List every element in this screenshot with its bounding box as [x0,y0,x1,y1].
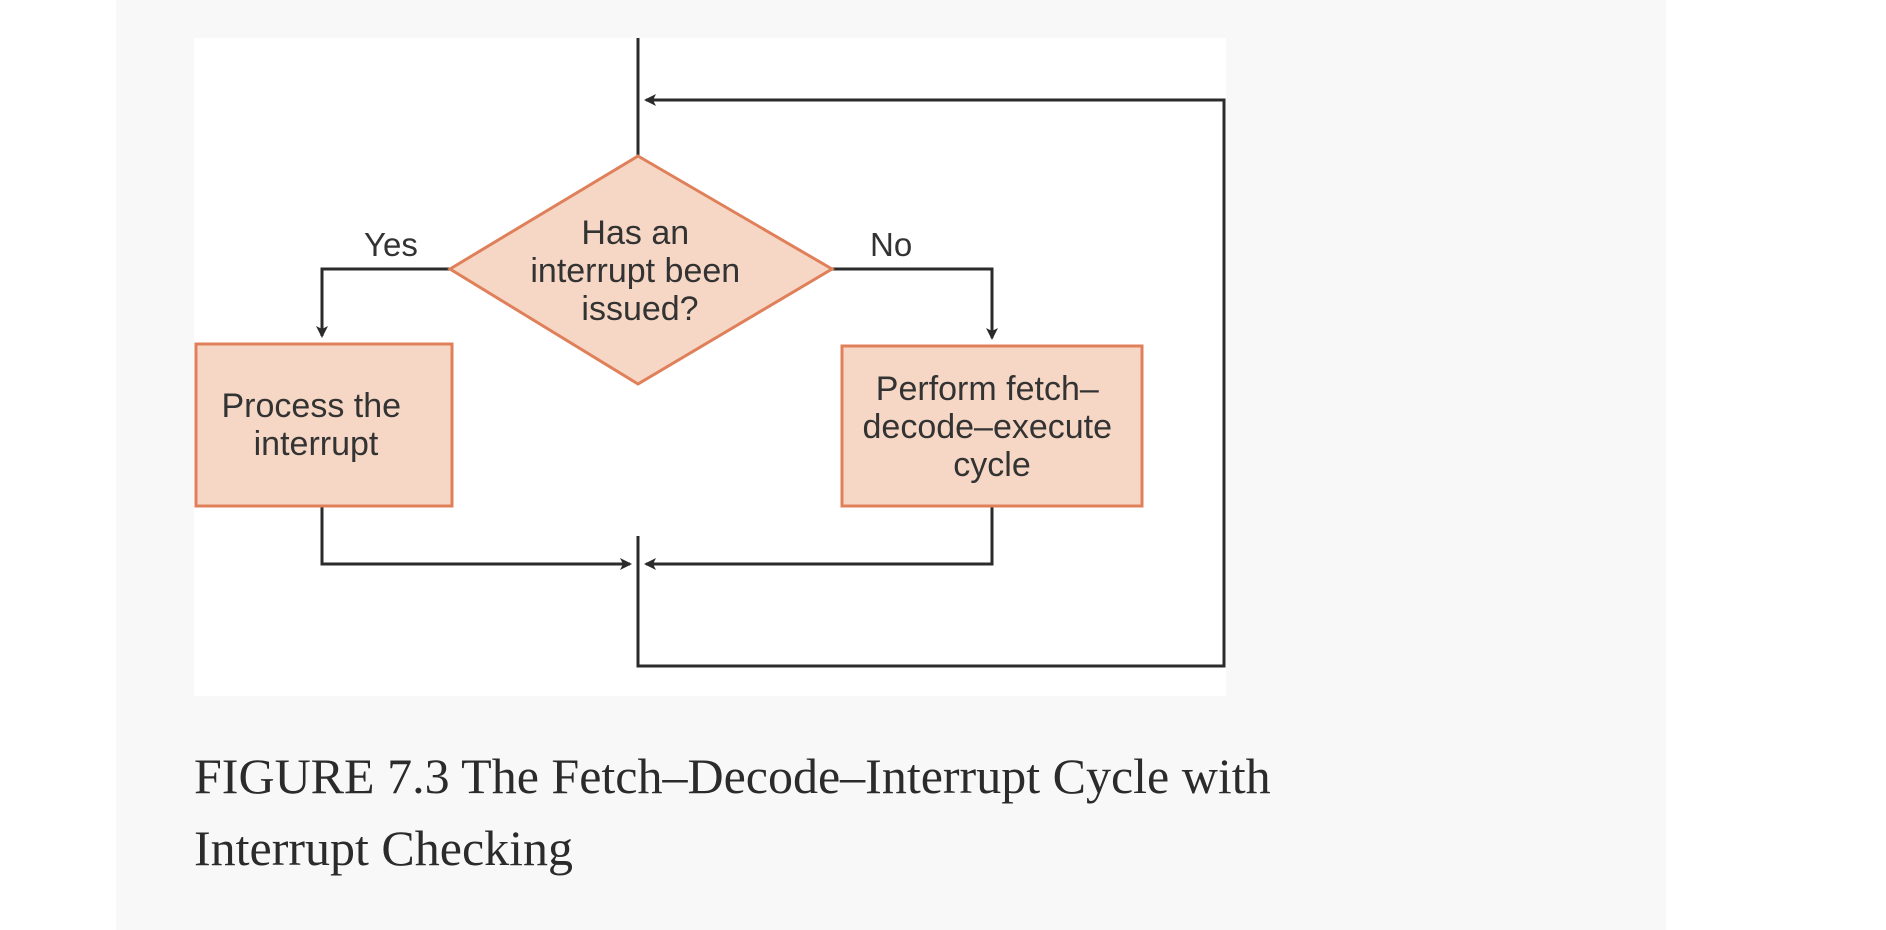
yes-label: Yes [364,226,418,263]
decision-text: Has an interrupt been issued? [530,214,749,328]
left-merge-connector [320,506,632,570]
flowchart-svg: Yes No Has an interrupt been issued? Pro… [194,38,1226,668]
fetch-decode-execute-line-2: decode–execute [863,408,1113,446]
figure-caption: FIGURE 7.3 The Fetch–Decode–Interrupt Cy… [194,748,1271,876]
fetch-decode-execute-text: Perform fetch– decode–execute cycle [863,370,1122,484]
decision-line-3: issued? [581,290,698,328]
no-label: No [870,226,912,263]
fetch-decode-execute-box [840,344,1144,508]
decision-line-2: interrupt been [530,252,740,290]
right-merge-connector [644,506,994,570]
process-interrupt-text: Process the interrupt [222,387,411,463]
process-interrupt-line-1: Process the [222,387,402,425]
yes-connector [316,267,450,338]
fetch-decode-execute-line-1: Perform fetch– [876,370,1099,408]
process-interrupt-line-2: interrupt [254,425,379,463]
flowchart-figure: Yes No Has an interrupt been issued? Pro… [194,38,1226,696]
decision-line-1: Has an [581,214,689,252]
fetch-decode-execute-line-3: cycle [953,446,1030,484]
no-connector [832,267,998,340]
decision-diamond [447,154,835,386]
process-interrupt-box [194,342,454,508]
